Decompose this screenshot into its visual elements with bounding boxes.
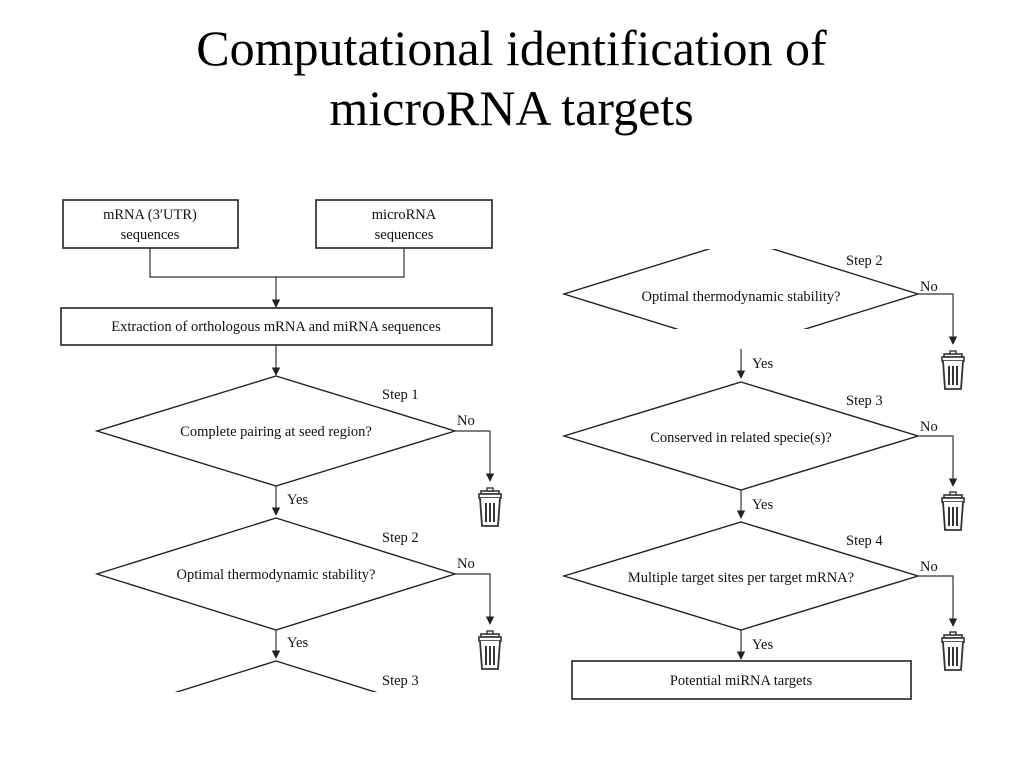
left-step1-no-arrow (455, 430, 495, 482)
microrna-box-line-2: sequences (375, 227, 434, 243)
mrna-box-line-2: sequences (121, 227, 180, 243)
trash-bin-icon (941, 350, 965, 390)
left-step3-label: Step 3 (382, 673, 419, 689)
left-step1-no-label: No (457, 413, 475, 429)
right-step3-question: Conserved in related specie(s)? (650, 430, 832, 446)
extraction-box: Extraction of orthologous mRNA and miRNA… (60, 307, 493, 346)
right-step3-decision: Conserved in related specie(s)? Step 3 N… (561, 381, 965, 531)
title-line-2: microRNA targets (329, 80, 694, 136)
right-step4-decision: Multiple target sites per target mRNA? S… (561, 521, 965, 671)
right-step3-label: Step 3 (846, 393, 883, 409)
merge-connector (149, 248, 405, 278)
trash-bin-icon (478, 487, 502, 527)
right-step2-decision: Optimal thermodynamic stability? Step 2 … (561, 249, 965, 390)
left-step1-question: Complete pairing at seed region? (180, 424, 372, 440)
result-box-label: Potential miRNA targets (670, 673, 813, 689)
left-step1-yes-label: Yes (287, 492, 308, 508)
microrna-box-line-1: microRNA (372, 207, 437, 223)
result-box: Potential miRNA targets (571, 660, 912, 700)
left-step1-label: Step 1 (382, 387, 419, 403)
right-step2-question: Optimal thermodynamic stability? (642, 289, 841, 305)
right-step4-no-arrow (918, 575, 958, 627)
right-step4-question: Multiple target sites per target mRNA? (628, 570, 854, 586)
left-step2-question: Optimal thermodynamic stability? (177, 567, 376, 583)
left-step2-label: Step 2 (382, 530, 419, 546)
trash-bin-icon (478, 630, 502, 670)
mrna-sequences-box: mRNA (3′UTR) sequences (62, 199, 239, 249)
right-step3-no-label: No (920, 419, 938, 435)
left-step1-decision: Complete pairing at seed region? Step 1 … (94, 375, 502, 527)
left-step2-decision: Optimal thermodynamic stability? Step 2 … (94, 517, 502, 670)
right-step4-yes-label: Yes (752, 637, 773, 653)
left-step2-yes-label: Yes (287, 635, 308, 651)
right-step4-label: Step 4 (846, 533, 883, 549)
left-step2-no-label: No (457, 556, 475, 572)
extraction-box-label: Extraction of orthologous mRNA and miRNA… (111, 319, 441, 335)
right-step3-no-arrow (918, 435, 958, 487)
trash-bin-icon (941, 631, 965, 671)
microrna-sequences-box: microRNA sequences (315, 199, 493, 249)
right-step4-no-label: No (920, 559, 938, 575)
trash-bin-icon (941, 491, 965, 531)
right-step2-label: Step 2 (846, 253, 883, 269)
right-step2-yes-label: Yes (752, 356, 773, 372)
title-line-1: Computational identification of (196, 20, 827, 76)
left-step2-no-arrow (455, 573, 495, 625)
right-step3-yes-label: Yes (752, 497, 773, 513)
right-step2-no-arrow (918, 293, 958, 345)
page-title: Computational identification of microRNA… (0, 18, 1023, 138)
left-step3-decision-partial: Step 3 (174, 660, 419, 692)
mrna-box-line-1: mRNA (3′UTR) (103, 207, 197, 223)
right-step2-no-label: No (920, 279, 938, 295)
